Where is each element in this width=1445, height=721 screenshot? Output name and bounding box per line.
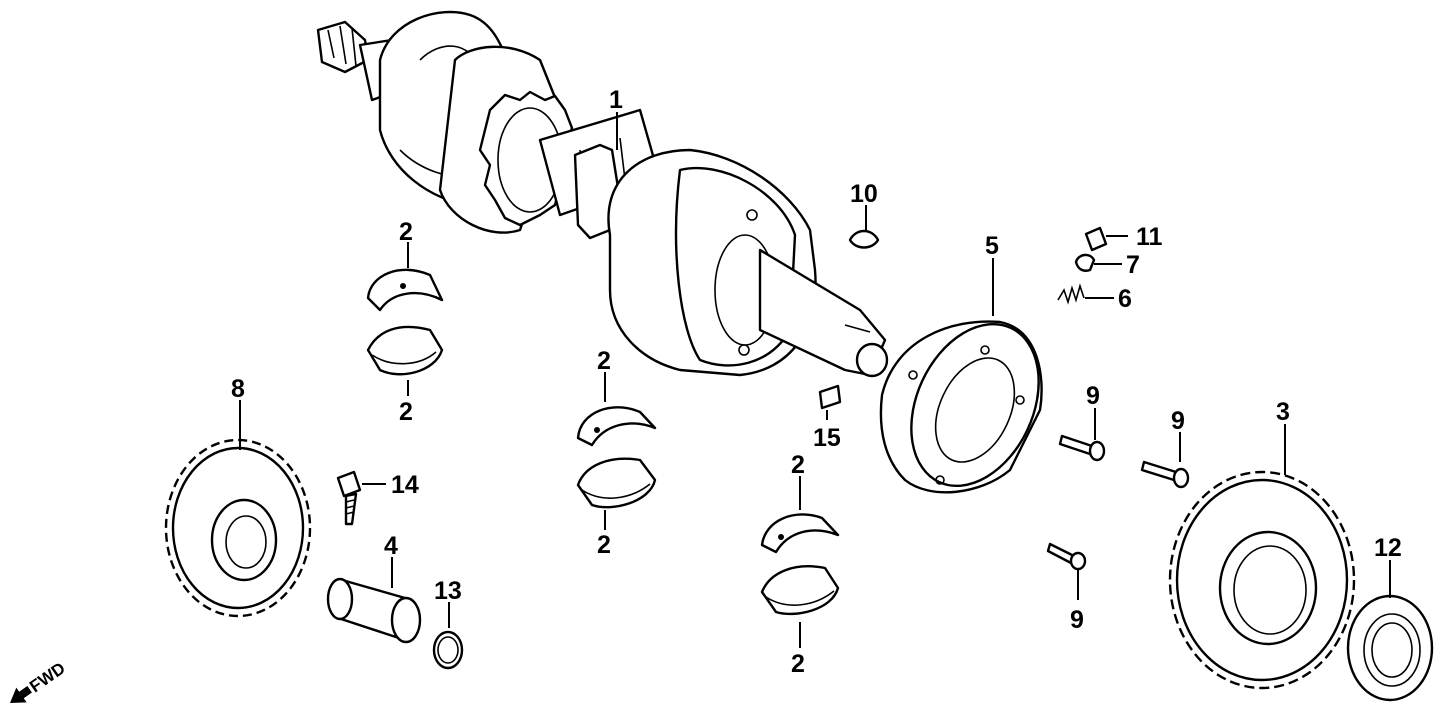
- bearing-shell-set-right: [760, 513, 840, 616]
- callout-9: 9: [1086, 382, 1100, 410]
- woodruff-key: [848, 229, 880, 249]
- o-ring: [432, 630, 464, 670]
- callout-8: 8: [231, 375, 245, 403]
- bolt-lower: [1046, 542, 1087, 571]
- forward-label: FWD: [26, 659, 69, 697]
- callout-2: 2: [791, 451, 805, 479]
- crankshaft: [316, 10, 889, 378]
- callout-13: 13: [434, 577, 462, 605]
- callout-15: 15: [813, 424, 841, 452]
- spring: [1057, 283, 1085, 305]
- callout-9: 9: [1171, 407, 1185, 435]
- driven-gear: [1168, 470, 1356, 690]
- dowel-pin: [818, 384, 842, 410]
- cap: [1084, 226, 1108, 252]
- callout-2: 2: [399, 398, 413, 426]
- callout-7: 7: [1126, 251, 1140, 279]
- callout-14: 14: [391, 471, 419, 499]
- callout-2: 2: [791, 650, 805, 678]
- bearing-shell-set-left: [366, 268, 444, 376]
- callout-5: 5: [985, 232, 999, 260]
- callout-9: 9: [1070, 606, 1084, 634]
- bolt-upper-left: [1058, 434, 1106, 462]
- callout-6: 6: [1118, 285, 1132, 313]
- forward-arrow-icon: [10, 685, 32, 703]
- callout-3: 3: [1276, 398, 1290, 426]
- bolt-upper-right: [1140, 460, 1190, 489]
- callout-2: 2: [597, 347, 611, 375]
- plunger: [1074, 253, 1096, 272]
- bearing-shell-set-middle: [576, 406, 657, 509]
- forward-direction-indicator: FWD: [10, 659, 69, 703]
- callout-11: 11: [1136, 223, 1163, 251]
- drive-gear: [164, 438, 312, 618]
- oil-seal: [1346, 594, 1434, 702]
- callout-2: 2: [597, 531, 611, 559]
- clutch-outer: [879, 320, 1043, 494]
- leader-lines: [239, 112, 1391, 648]
- callout-2: 2: [399, 218, 413, 246]
- callout-4: 4: [384, 532, 398, 560]
- pin: [326, 577, 422, 644]
- flange-bolt: [336, 470, 362, 526]
- callout-10: 10: [850, 180, 878, 208]
- callout-12: 12: [1374, 534, 1402, 562]
- callout-1: 1: [609, 86, 623, 114]
